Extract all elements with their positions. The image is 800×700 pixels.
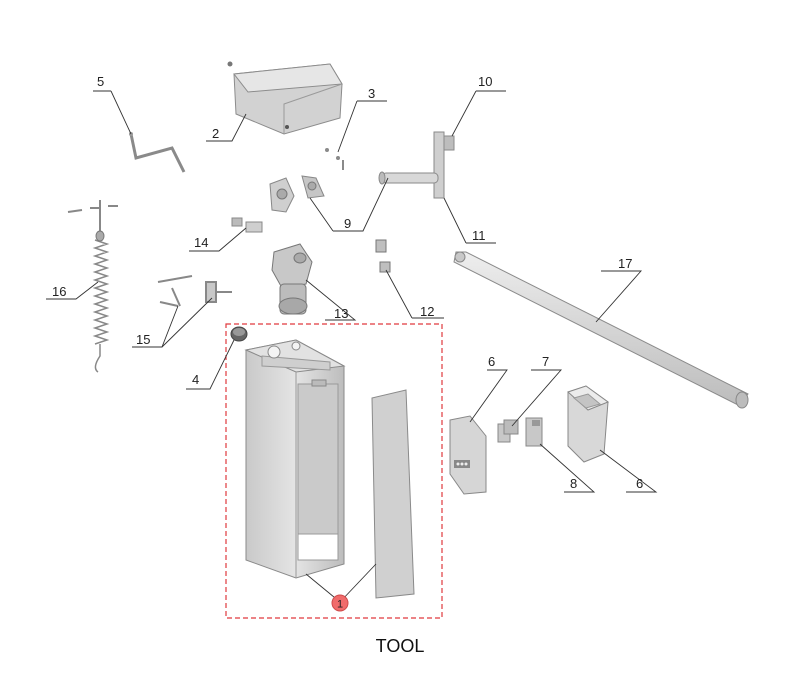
callout-1-badge: 1 [331, 594, 349, 612]
callout-labels: 5 2 3 10 9 11 17 12 13 14 16 15 4 6 7 8 … [52, 74, 643, 491]
callout-14: 14 [194, 235, 208, 250]
crank-handle-part [129, 132, 186, 173]
callout-3: 3 [368, 86, 375, 101]
callout-13: 13 [334, 306, 348, 321]
callout-12: 12 [420, 304, 434, 319]
callout-5: 5 [97, 74, 104, 89]
callout-16: 16 [52, 284, 66, 299]
control-panel-part [449, 415, 487, 495]
leader-lines [46, 90, 658, 603]
callout-8: 8 [570, 476, 577, 491]
callout-11: 11 [472, 228, 486, 243]
callout-15: 15 [136, 332, 150, 347]
barrier-boom-part [453, 251, 749, 409]
enclosure-box-part [567, 385, 610, 463]
cap-part [230, 326, 248, 342]
callout-17: 17 [618, 256, 632, 271]
screws-part [325, 148, 344, 170]
callout-4: 4 [192, 372, 199, 387]
boom-mount-shaft-part [378, 131, 455, 199]
callout-2: 2 [212, 126, 219, 141]
cabinet-door-part [371, 389, 415, 599]
motor-gearbox-part [271, 243, 313, 315]
small-bracket-part [231, 217, 263, 233]
spring-adjuster-part [157, 275, 232, 307]
highlight-frame [225, 323, 443, 619]
cabinet-body-part [244, 339, 346, 579]
callout-10: 10 [478, 74, 492, 89]
callout-6b: 6 [636, 476, 643, 491]
relay-module-part [497, 417, 543, 447]
bracket-part [269, 175, 325, 213]
callout-1: 1 [337, 599, 343, 611]
callout-9: 9 [344, 216, 351, 231]
callout-7: 7 [542, 354, 549, 369]
limit-switch-part [375, 239, 391, 273]
callout-6a: 6 [488, 354, 495, 369]
spring-part [67, 200, 118, 373]
diagram-caption: TOOL [375, 636, 425, 656]
top-cover-part [227, 61, 343, 135]
